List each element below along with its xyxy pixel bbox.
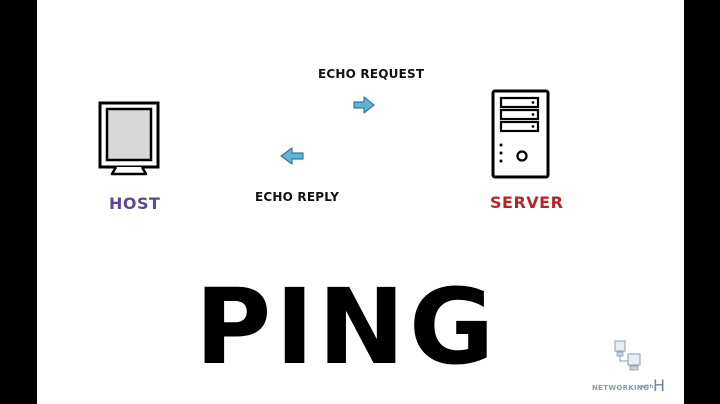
host-label: HOST xyxy=(109,194,161,213)
brand-text: NETWORKING xyxy=(592,384,650,392)
page-title: PING xyxy=(195,266,499,388)
server-label: SERVER xyxy=(490,193,564,212)
arrow-right-icon xyxy=(353,96,375,114)
server-tower-icon xyxy=(491,89,550,179)
slide-canvas: HOST ECHO REQUEST ECHO REPLY SERVER PING… xyxy=(37,0,684,404)
echo-request-label: ECHO REQUEST xyxy=(318,67,425,81)
brand-small-text: with xyxy=(640,384,654,390)
monitor-icon xyxy=(98,101,160,176)
arrow-left-icon xyxy=(280,147,304,165)
echo-reply-label: ECHO REPLY xyxy=(255,190,340,204)
network-computers-icon xyxy=(614,340,641,371)
brand-letter: H xyxy=(653,376,666,395)
